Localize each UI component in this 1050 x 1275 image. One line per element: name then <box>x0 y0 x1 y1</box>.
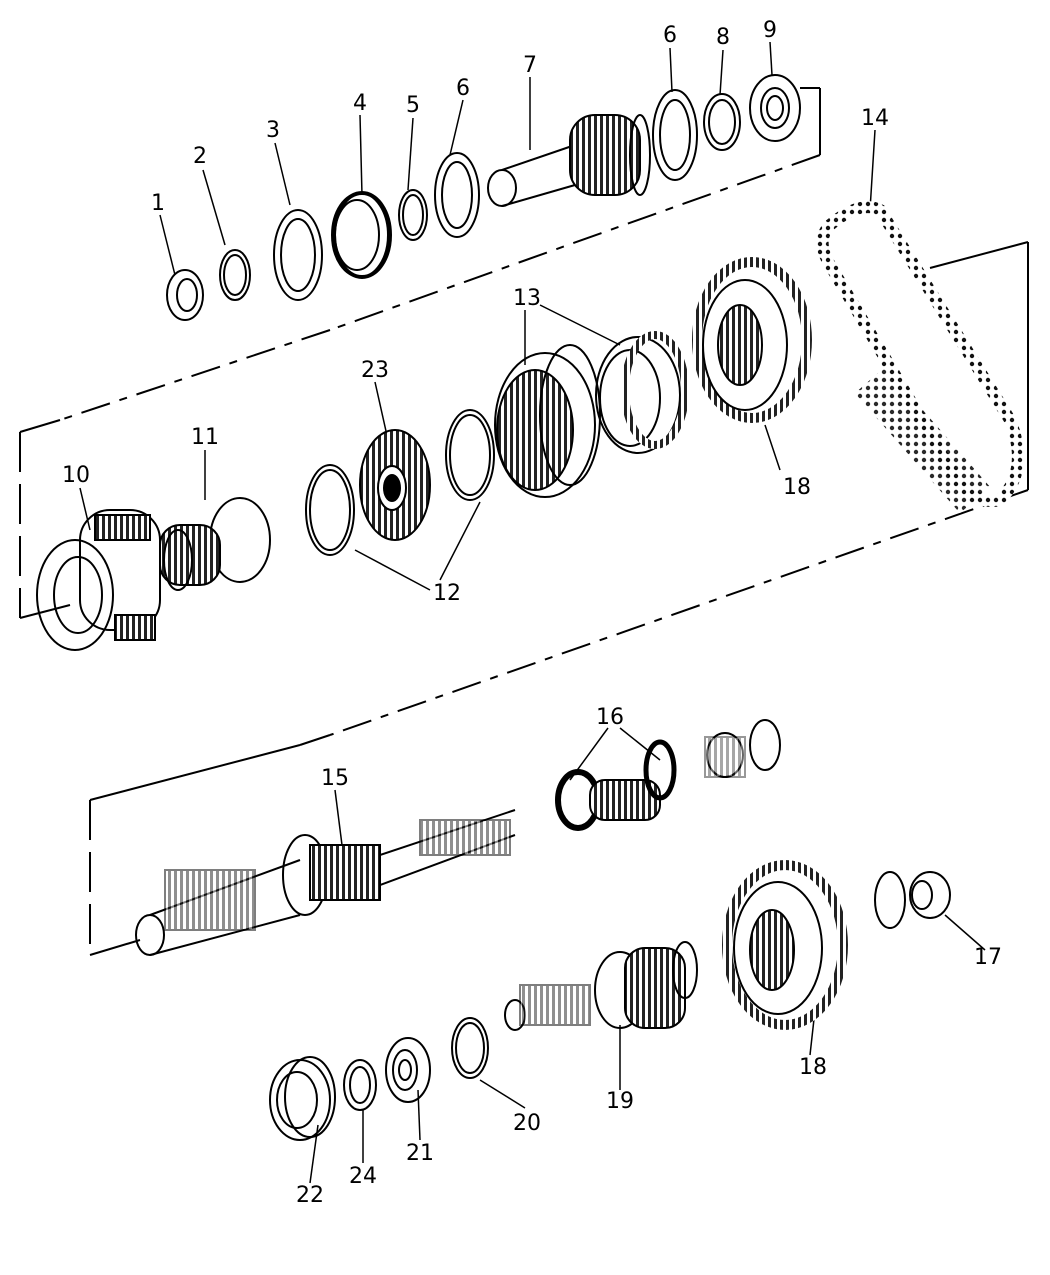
part-16-roller-bearing <box>555 739 677 831</box>
callout-17: 17 <box>974 945 1002 970</box>
part-17-bushing <box>874 871 951 929</box>
callout-22: 22 <box>296 1183 324 1208</box>
part-3-thrust-washer <box>273 209 323 301</box>
section-frame-top <box>329 87 821 331</box>
section-frame-lower <box>89 734 331 956</box>
callout-10: 10 <box>62 463 90 488</box>
callout-3: 3 <box>266 118 280 143</box>
part-10-planet-carrier <box>36 509 161 651</box>
part-18-sprocket-upper <box>692 257 812 423</box>
callout-16: 16 <box>596 705 624 730</box>
part-6-thrust-washer-left <box>434 152 480 238</box>
part-16-snap-ring <box>749 719 781 771</box>
callout-8: 8 <box>716 25 730 50</box>
part-12-snap-rings <box>305 409 495 556</box>
leader-lines <box>79 41 986 1184</box>
part-7-input-gear <box>487 114 651 207</box>
callout-12: 12 <box>433 581 461 606</box>
part-13-synchro-sleeve <box>494 344 601 498</box>
part-9-ball-bearing <box>749 74 801 142</box>
part-11-sun-gear <box>159 497 271 591</box>
callout-24: 24 <box>349 1164 377 1189</box>
part-18-sprocket-lower <box>722 860 848 1030</box>
callout-4: 4 <box>353 91 367 116</box>
part-14-drive-chain <box>816 201 1024 514</box>
callout-19: 19 <box>606 1089 634 1114</box>
part-20-snap-ring <box>451 1017 489 1079</box>
part-24-washer <box>343 1059 377 1111</box>
callout-14: 14 <box>861 106 889 131</box>
part-6-thrust-washer-right <box>652 89 698 181</box>
callout-6-right: 6 <box>663 23 677 48</box>
callout-18-lower: 18 <box>799 1055 827 1080</box>
callout-labels: 1 2 3 4 5 6 7 6 8 9 14 13 23 11 10 18 12… <box>62 18 1002 1208</box>
callout-2: 2 <box>193 144 207 169</box>
part-5-snap-ring <box>398 189 428 241</box>
part-2-snap-ring <box>219 249 251 301</box>
part-22-seal <box>269 1056 336 1141</box>
callout-1: 1 <box>151 191 165 216</box>
callout-6-left: 6 <box>456 76 470 101</box>
callout-15: 15 <box>321 766 349 791</box>
callout-11: 11 <box>191 425 219 450</box>
callout-18-upper: 18 <box>783 475 811 500</box>
part-19-output-shaft <box>504 941 698 1031</box>
callout-13: 13 <box>513 286 541 311</box>
part-8-ring <box>703 93 741 151</box>
callout-21: 21 <box>406 1141 434 1166</box>
part-23-gear <box>359 429 431 541</box>
callout-9: 9 <box>763 18 777 43</box>
callout-7: 7 <box>523 53 537 78</box>
section-frame-middle <box>19 241 1029 736</box>
part-1-bushing <box>166 269 204 321</box>
part-13-synchro-ring <box>595 331 689 454</box>
callout-5: 5 <box>406 93 420 118</box>
part-16-bushing <box>704 732 746 778</box>
part-4-bearing-race <box>331 191 392 279</box>
callout-20: 20 <box>513 1111 541 1136</box>
part-15-main-shaft <box>135 809 516 956</box>
callout-23: 23 <box>361 358 389 383</box>
part-21-bearing <box>385 1037 431 1103</box>
